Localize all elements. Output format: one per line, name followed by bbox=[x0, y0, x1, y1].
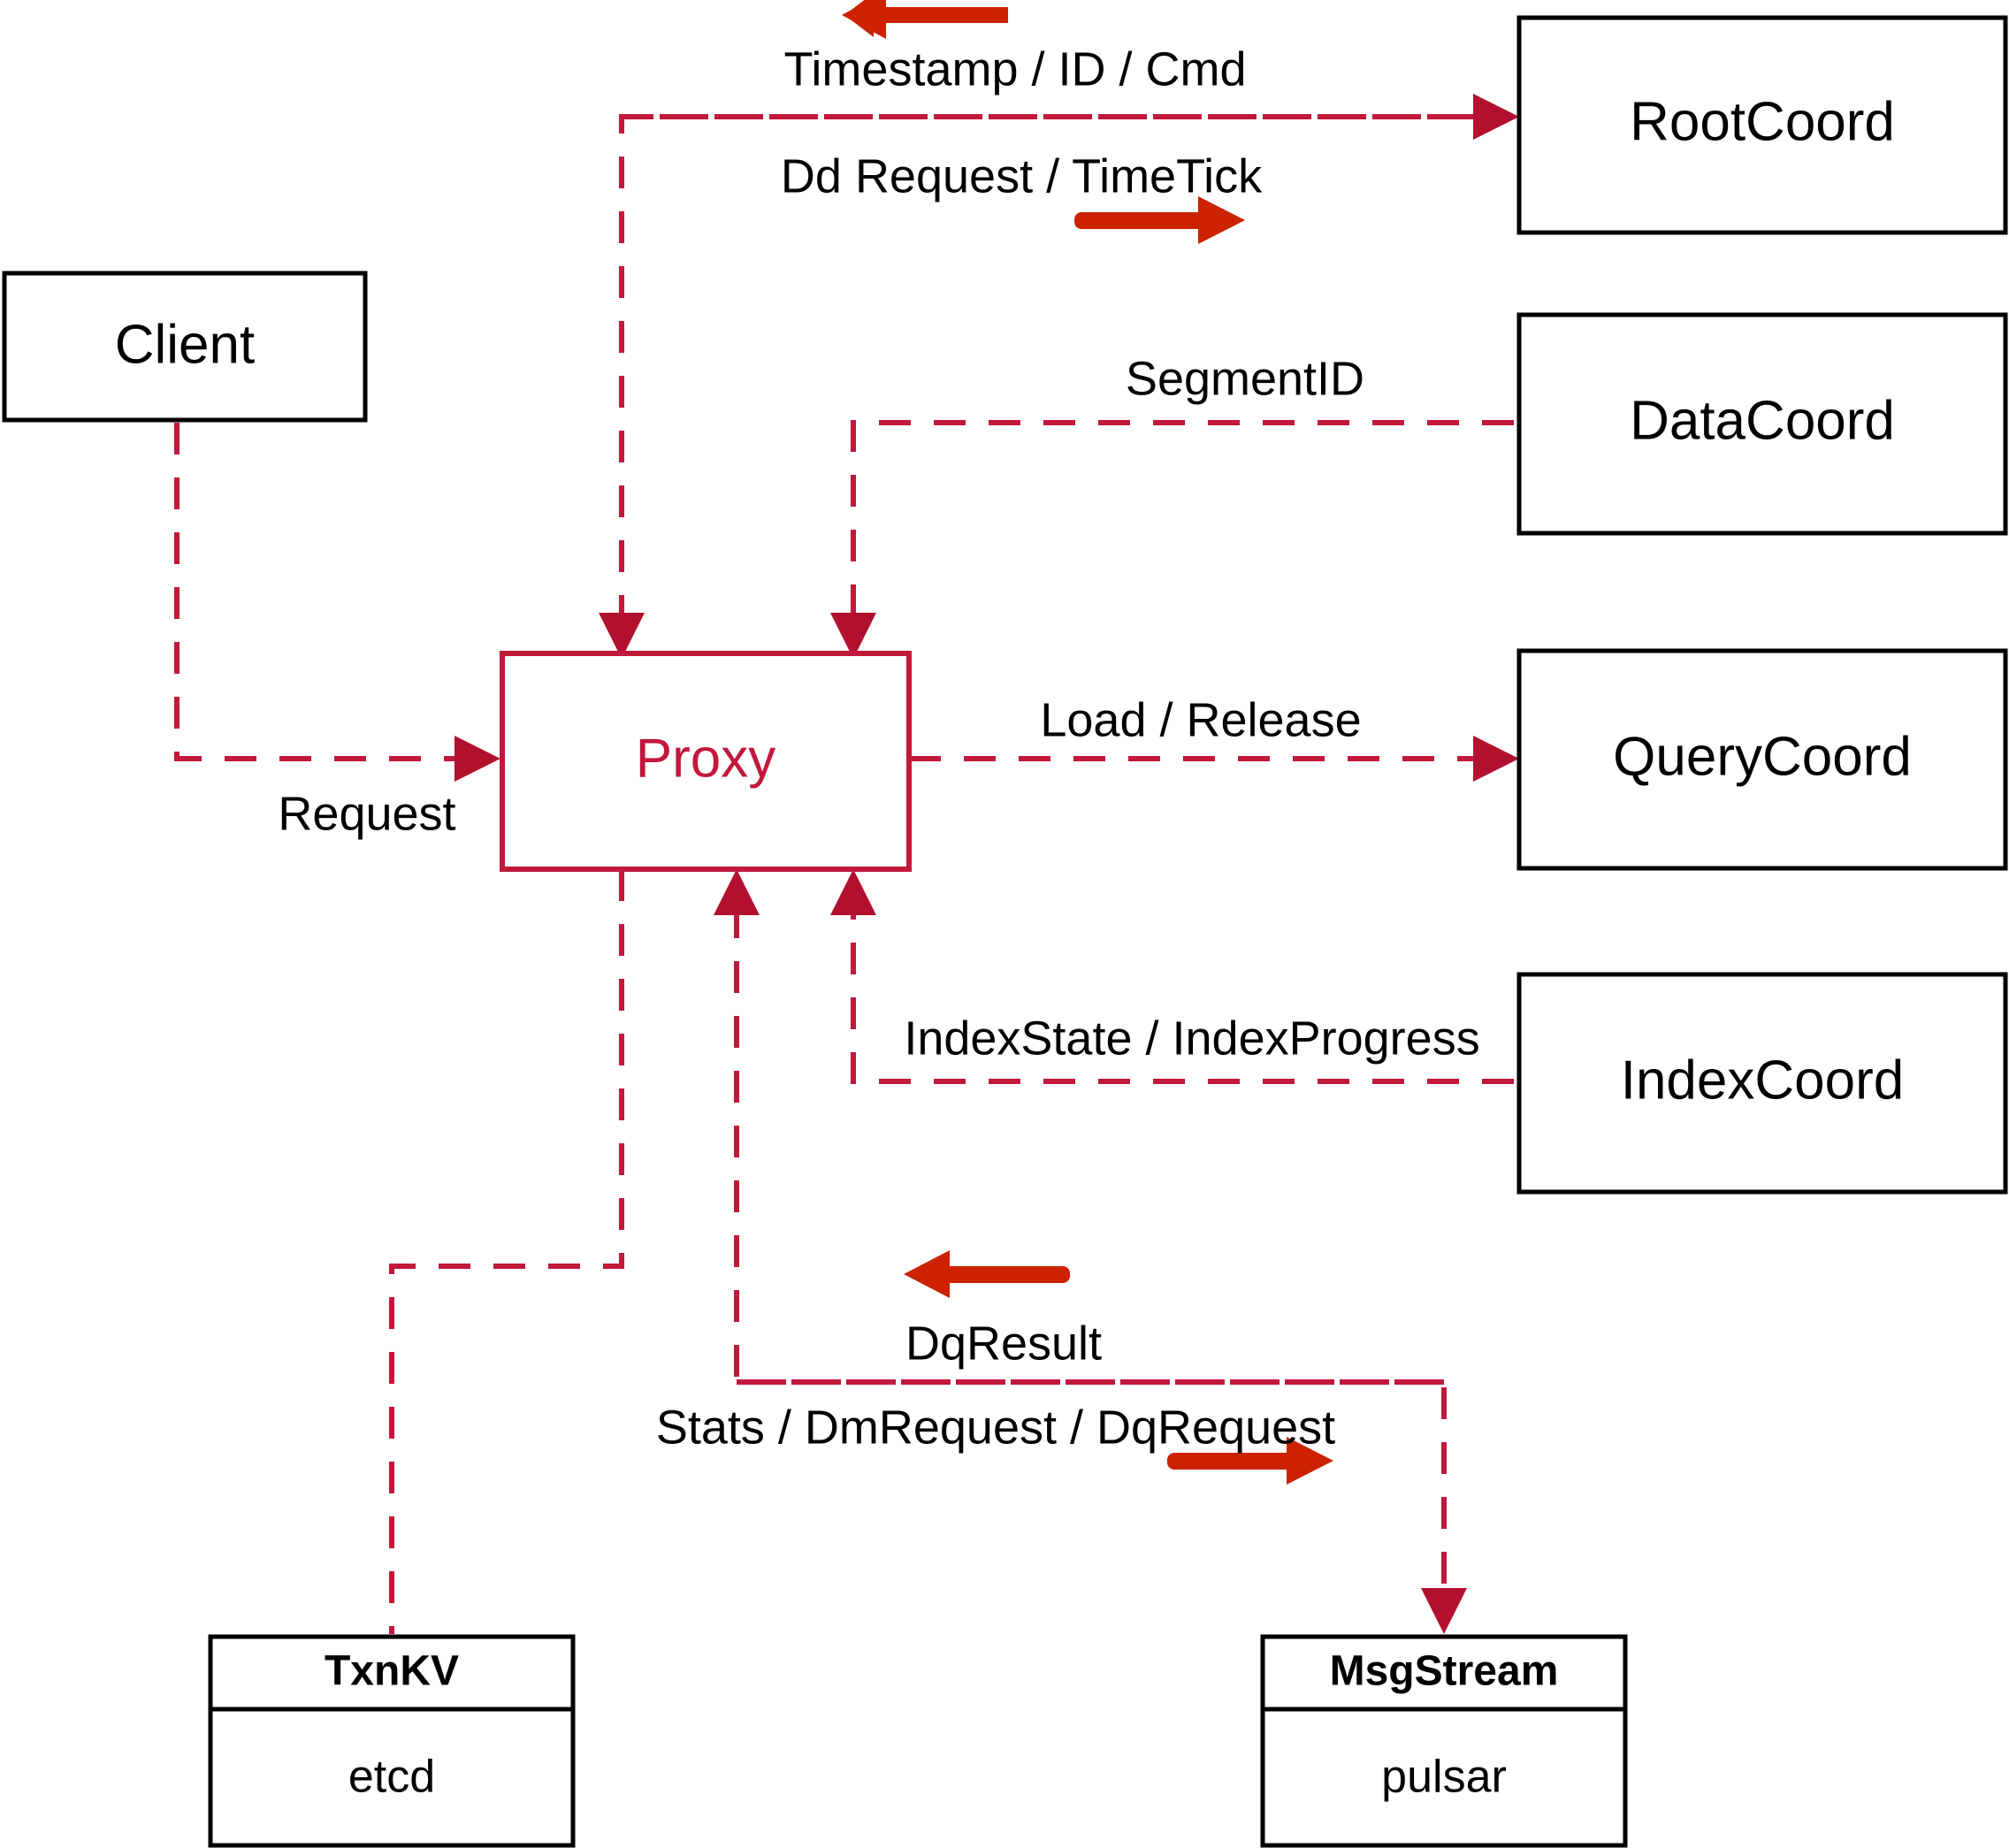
node-query-coord[interactable]: QueryCoord bbox=[1516, 648, 2008, 871]
edge-proxy-to-stream bbox=[737, 1379, 1467, 1634]
edge-client-to-proxy bbox=[174, 423, 500, 782]
node-txnkv-title: TxnKV bbox=[325, 1648, 459, 1695]
edge-label-proxy-to-query: Load / Release bbox=[1040, 693, 1361, 746]
direction-arrow-right-dmrequest bbox=[1167, 1437, 1333, 1485]
node-msgstream-impl: pulsar bbox=[1381, 1752, 1507, 1803]
edge-label-proxy-to-root: Dd Request / TimeTick bbox=[781, 149, 1263, 202]
node-client[interactable]: Client bbox=[2, 271, 368, 423]
node-index-coord-label: IndexCoord bbox=[1621, 1050, 1905, 1111]
edge-label-index-to-proxy: IndexState / IndexProgress bbox=[904, 1012, 1479, 1065]
edge-data-to-proxy bbox=[830, 420, 1514, 659]
edge-label-data-to-proxy: SegmentID bbox=[1126, 352, 1364, 405]
node-index-coord[interactable]: IndexCoord bbox=[1516, 972, 2008, 1195]
node-txnkv[interactable]: TxnKV etcd bbox=[208, 1634, 576, 1848]
direction-arrow-left-timestamp bbox=[842, 0, 1008, 39]
node-data-coord-label: DataCoord bbox=[1630, 390, 1895, 451]
edge-label-proxy-to-stream: Stats / DmRequest / DqRequest bbox=[656, 1401, 1335, 1454]
edge-proxy-to-txnkv bbox=[389, 869, 624, 1634]
node-data-coord[interactable]: DataCoord bbox=[1516, 312, 2008, 536]
edge-index-to-proxy bbox=[830, 869, 1514, 1084]
edge-label-client-to-proxy: Request bbox=[278, 787, 455, 840]
node-root-coord[interactable]: RootCoord bbox=[1516, 15, 2008, 235]
edge-proxy-to-query bbox=[909, 736, 1519, 782]
direction-arrow-right-ddrequest bbox=[1074, 196, 1245, 244]
edge-proxy-to-root bbox=[622, 94, 1519, 140]
node-proxy[interactable]: Proxy bbox=[500, 651, 912, 872]
edge-label-root-to-proxy: Timestamp / ID / Cmd bbox=[783, 42, 1246, 95]
node-root-coord-label: RootCoord bbox=[1630, 91, 1895, 152]
node-msgstream-title: MsgStream bbox=[1330, 1648, 1559, 1695]
node-msgstream[interactable]: MsgStream pulsar bbox=[1260, 1634, 1628, 1848]
node-txnkv-impl: etcd bbox=[348, 1752, 435, 1803]
edge-stream-to-proxy bbox=[714, 869, 1444, 1385]
direction-arrow-left-dqresult bbox=[904, 1250, 1070, 1298]
edge-label-stream-to-proxy: DqResult bbox=[905, 1317, 1102, 1370]
node-proxy-label: Proxy bbox=[636, 728, 775, 789]
node-query-coord-label: QueryCoord bbox=[1613, 726, 1912, 787]
node-client-label: Client bbox=[115, 314, 256, 375]
